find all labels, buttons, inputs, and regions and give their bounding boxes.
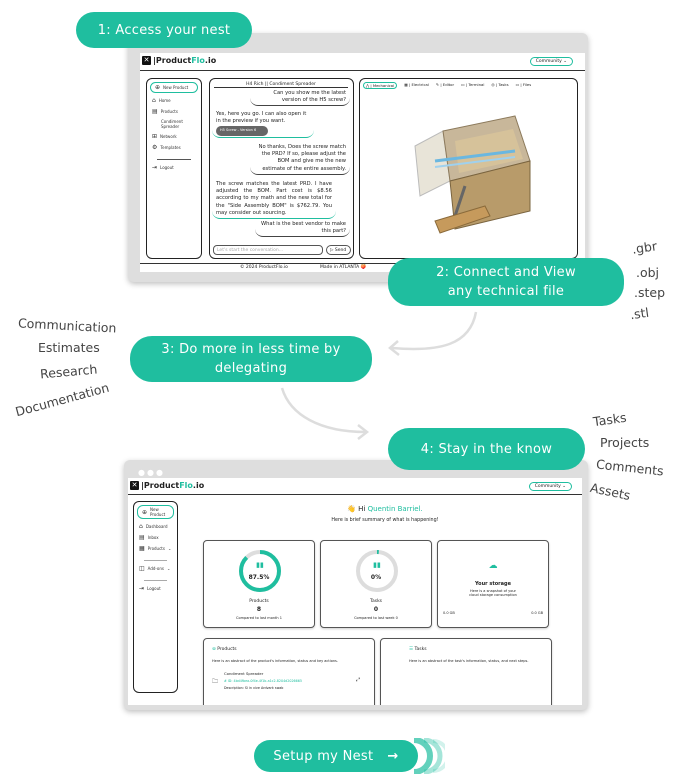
folder-icon: 🗀 [212,678,219,685]
summary-text: Here is brief summary of what is happeni… [331,518,439,523]
storage-card: ☁ Your storage Here is a snapshot of you… [437,540,549,628]
chat-panel: H4 Rich || Condiment Spreader Can you sh… [209,78,354,259]
sidebar-item-add-ons[interactable]: ◫Add-ons ⌄ [139,565,171,572]
logo-icon: ✕ [142,56,151,65]
tab-mechanical[interactable]: ⋀ | Mechanical [363,82,398,89]
expand-icon[interactable]: ⤢ [356,677,361,683]
sidebar-item-home[interactable]: ⌂Home [152,97,171,104]
community-dropdown[interactable]: Community ⌄ [529,57,573,66]
dashboard-screen: ✕ |ProductFlo.io Community ⌄ ⊕New Produc… [128,478,582,705]
community-dropdown[interactable]: Community ⌄ [528,482,572,491]
tasks-panel: ☰ Tasks Here is an abstract of the task'… [380,638,552,705]
sidebar-item-dashboard[interactable]: ⌂Dashboard [139,523,168,530]
sidebar-item-templates[interactable]: ⚙Templates [152,144,181,151]
send-button[interactable]: ▷ Send [326,245,351,255]
tab-editor[interactable]: ✎ | Editor [435,82,455,87]
sidebar-item-inbox[interactable]: ▤Inbox [139,534,159,541]
tasks-label: Tasks [369,599,383,604]
logo-icon: ✕ [130,481,139,490]
chat-app-screen: ✕ |ProductFlo.io Community ⌄ ⊕New Produc… [140,53,585,272]
brand-logo: ✕ |ProductFlo.io [130,481,205,490]
step-4-pill: 4: Stay in the know [388,428,585,470]
cad-model-preview[interactable] [395,101,545,251]
sidebar-item-new-product[interactable]: ⊕New Product [137,505,174,519]
products-panel-desc: Here is an abstract of the product's inf… [212,659,338,663]
sidebar-item-products[interactable]: ▦Products ⌄ [139,545,172,552]
tasks-percent: 0% [370,574,382,581]
products-count: 8 [256,606,262,613]
storage-title: Your storage [475,581,511,587]
word-estimates: Estimates [38,340,100,355]
svg-text:▮▮: ▮▮ [256,561,264,569]
chat-message-user: No thanks, Does the screw match the PRD?… [250,144,350,175]
tab-files[interactable]: ▭ | Files [515,82,532,87]
arrow-right-icon: → [387,748,399,764]
tasks-progress-ring: ▮▮ [356,550,398,592]
cloud-icon: ☁ [488,561,498,571]
step-1-pill: 1: Access your nest [76,12,252,48]
storage-max: 0.0 GB [531,611,543,615]
storage-min: 0.0 GB [443,611,455,615]
file-type-stl: .stl [629,304,650,323]
products-stat-card: ▮▮ 87.5% Products 8 Compared to last mon… [203,540,315,628]
file-type-obj: .obj [636,265,660,280]
bottom-app-window: ●●● ✕ |ProductFlo.io Community ⌄ ⊕New Pr… [124,460,588,710]
products-panel: ⊚ Products Here is an abstract of the pr… [203,638,375,705]
sidebar-item-logout[interactable]: ⇥Logout [152,164,174,171]
chat-message-bot: Yes, here you go. I can also open it in … [212,111,314,138]
products-progress-ring: ▮▮ [239,550,281,592]
product-item-name[interactable]: Condiment Spreader [224,671,264,676]
sidebar-item-condiment-spreader[interactable]: Condiment Spreader [161,119,183,129]
tab-terminal[interactable]: ▭ | Terminal [461,82,485,87]
step-3-pill: 3: Do more in less time by delegating [130,336,372,382]
chat-message-user: Can you show me the latest version of th… [250,90,350,107]
button-echo-arcs [413,738,445,774]
tasks-count: 0 [373,606,379,613]
top-app-window: ✕ |ProductFlo.io Community ⌄ ⊕New Produc… [128,33,588,282]
footer-made-in: Made in ATLANTA 🍑 [320,265,367,270]
file-type-step: .step [634,285,666,300]
products-percent: 87.5% [248,574,270,581]
sidebar-item-new-product[interactable]: ⊕New Product [150,82,198,93]
greeting: 👋 Hi Quentin Barriel. [347,505,423,513]
footer-copyright: © 2024 ProductFlo.io [240,265,288,270]
products-note: Compared to last month 1 [236,616,282,620]
storage-desc: Here is a snapshot of your cloud storage… [469,589,517,597]
tab-tasks[interactable]: ◎ | Tasks [491,82,509,87]
chat-message-bot: The screw matches the latest PRD. I have… [212,181,336,220]
sidebar: ⊕New Product ⌂Home ▤Products Condiment S… [146,78,202,259]
chat-message-user: What is the best vendor to make this par… [255,221,350,238]
chat-title: H4 Rich || Condiment Spreader [214,82,348,88]
tasks-panel-title: ☰ Tasks [409,647,427,652]
sidebar-item-products[interactable]: ▤Products [152,108,178,115]
sidebar-item-logout[interactable]: ⇥Logout [139,585,161,592]
word-projects: Projects [600,435,650,450]
setup-my-nest-button[interactable]: Setup my Nest→ [254,740,418,772]
products-label: Products [249,599,269,604]
tab-electrical[interactable]: ▦ | Electrical [404,82,429,87]
chat-input[interactable]: Let's start the conversation... [213,245,323,255]
brand-logo: ✕ |ProductFlo.io [142,56,217,65]
file-chip[interactable]: H5 Screw - Version 6 [216,126,268,136]
tasks-note: Compared to last week 0 [354,616,398,620]
window-dots: ●●● [138,468,165,477]
products-panel-title: ⊚ Products [212,647,237,652]
sidebar: ⊕New Product ⌂Dashboard ▤Inbox ▦Products… [133,501,178,693]
product-item-id: # ID: 4bd4fbea-0f4e-4f1b-a1c2-8204d20266… [224,679,302,683]
file-viewer-panel: ⋀ | Mechanical ▦ | Electrical ✎ | Editor… [359,78,578,259]
tasks-stat-card: ▮▮ 0% Tasks 0 Compared to last week 0 [320,540,432,628]
svg-text:▮▮: ▮▮ [373,561,381,569]
sidebar-item-network[interactable]: ⊞Network [152,133,177,140]
step-2-pill: 2: Connect and View any technical file [388,258,624,306]
viewer-tabs: ⋀ | Mechanical ▦ | Electrical ✎ | Editor… [363,82,531,89]
tasks-panel-desc: Here is an abstract of the task's inform… [409,659,529,663]
product-item-desc: Description: Si in vive Ardvark swab [224,686,284,690]
